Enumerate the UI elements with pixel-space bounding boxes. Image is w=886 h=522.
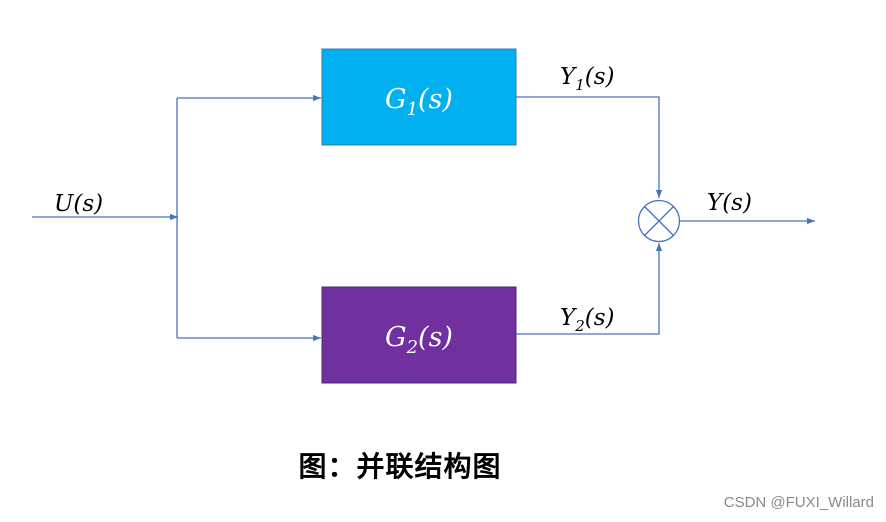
output-label-arg: (s)	[722, 190, 752, 216]
output-label-base: Y	[707, 190, 725, 216]
output1-label-sub: 1	[575, 76, 585, 94]
block1-label: G1(s)	[385, 84, 453, 120]
output2-label-sub: 2	[574, 317, 585, 335]
output-label: Y(s)	[707, 190, 752, 216]
csdn-watermark: CSDN @FUXI_Willard	[723, 494, 874, 511]
input-label: U(s)	[54, 191, 103, 217]
output1-label: Y1(s)	[560, 64, 614, 94]
output1-label-arg: (s)	[585, 64, 615, 90]
input-label-arg: (s)	[73, 191, 103, 217]
block2-g2	[321, 286, 517, 384]
output2-label: Y2(s)	[560, 305, 614, 335]
block2-label: G2(s)	[385, 322, 453, 358]
block2-label-base: G	[385, 322, 407, 353]
input-label-base: U	[54, 191, 75, 217]
block1-g1	[321, 48, 517, 146]
block1-label-base: G	[385, 84, 407, 115]
block1-label-arg: (s)	[418, 84, 453, 115]
block1-label-sub: 1	[407, 99, 418, 120]
output2-label-base: Y	[560, 305, 578, 331]
output2-label-arg: (s)	[585, 305, 615, 331]
output2-path	[516, 243, 663, 335]
block2-label-arg: (s)	[418, 322, 453, 353]
figure-caption: 图：并联结构图	[298, 450, 502, 483]
output1-path	[516, 96, 663, 198]
summing-junction	[637, 199, 681, 243]
output1-label-base: Y	[560, 64, 578, 90]
block2-label-sub: 2	[406, 337, 418, 358]
